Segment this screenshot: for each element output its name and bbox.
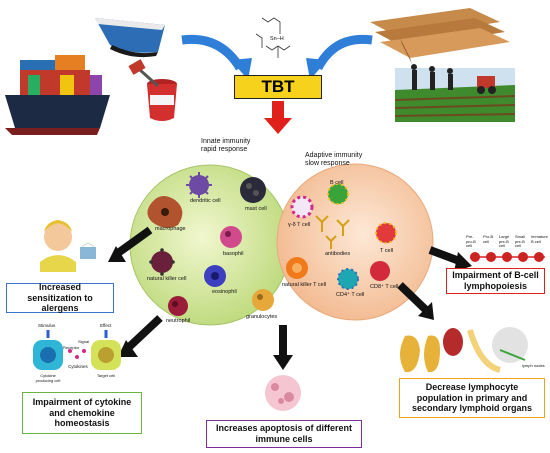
label-natural-killer-cell: natural killer cell: [147, 276, 187, 282]
b-cell-icon: [327, 183, 349, 205]
adaptive-circle: [276, 163, 434, 321]
cd4-t-cell-icon: [337, 268, 359, 290]
macrophage-icon: [147, 196, 183, 228]
sneezing-person-icon: [40, 220, 96, 272]
label-t-cell: T cell: [380, 248, 394, 254]
tbt-formula: Sn–H: [270, 36, 284, 42]
label-granulocytes: granulocytes: [246, 314, 278, 320]
label-macrophage: macrophage: [155, 226, 186, 232]
label-cd4-t-cell: CD4⁺ T cell: [336, 292, 365, 298]
b-stage-3: Large pre-B cell: [499, 234, 510, 249]
adaptive-title-line1: Adaptive immunity: [305, 152, 363, 159]
cyto-receptor: Receptor: [63, 345, 80, 350]
cyto-stimulus: Stimulus: [38, 323, 56, 328]
box-sensitization: Increased sensitization to alergens: [6, 282, 114, 313]
box-lymphocyte: Decrease lymphocyte population in primar…: [399, 378, 545, 418]
b-stage-4: Small pre-B cell: [515, 234, 526, 249]
cyto-signal: Signal: [78, 339, 90, 344]
cd8-t-cell-icon: [370, 261, 390, 281]
blue-arrow-right: [314, 34, 373, 71]
apoptotic-cells-icon: [265, 375, 301, 411]
arrow-to-lymphocyte: [397, 282, 429, 313]
granulocytes-icon: [252, 289, 274, 311]
label-mast-cell: mast cell: [245, 206, 267, 212]
b-stage-5: Immature B cell: [531, 234, 548, 244]
nkt-cell-icon: [286, 257, 308, 279]
label-nkt-cell: natural killer T cell: [282, 282, 327, 288]
adaptive-title: Adaptive immunity slow response: [305, 152, 362, 168]
lymphoid-organs-icon: [400, 327, 528, 373]
basophil-icon: [220, 226, 242, 248]
antibodies-icon: [315, 215, 350, 249]
boat-icon: [95, 18, 165, 58]
arrow-to-sensitization: [115, 226, 153, 257]
cyto-cytokines: Cytokines: [68, 364, 88, 369]
arrow-to-cytokine: [125, 315, 163, 351]
organ-label: lymph nodes: [522, 363, 545, 368]
tbt-structure: [255, 17, 291, 58]
cyto-target: Target cell: [96, 373, 116, 378]
label-gamma-delta-t-cell: γ-δ T cell: [288, 222, 311, 228]
innate-title: Innate immunity rapid response: [201, 138, 250, 154]
innate-title-line2: rapid response: [201, 146, 248, 154]
red-arrow: [264, 101, 292, 134]
t-cell-icon: [375, 222, 397, 244]
cyto-effect: Effect: [100, 323, 112, 328]
paint-can-icon: [128, 59, 177, 121]
label-dendritic-cell: dendritic cell: [190, 198, 221, 204]
dendritic-cell-icon: [186, 172, 212, 198]
label-neutrophil: neutrophil: [166, 318, 191, 324]
cargo-ship-icon: [5, 55, 110, 135]
box-cytokine: Impairment of cytokine and chemokine hom…: [22, 392, 142, 434]
label-antibodies: antibodies: [325, 251, 351, 257]
neutrophil-icon: [168, 296, 188, 316]
crop-field-icon: [394, 64, 516, 122]
tbt-box: TBT: [234, 75, 322, 99]
b-stage-1: Pre-pro-B cell: [466, 234, 476, 249]
gamma-delta-t-cell-icon: [290, 195, 314, 219]
cytokine-cells: [33, 330, 121, 370]
mast-cell-icon: [240, 177, 266, 203]
box-apoptosis: Increases apoptosis of different immune …: [206, 420, 362, 448]
box-b-cell: Impairment of B-cell lymphopoiesis: [446, 268, 545, 294]
blue-arrow-left: [181, 34, 244, 71]
wood-planks-icon: [370, 8, 510, 64]
label-eosinophil: eosinophil: [212, 289, 237, 295]
b-stage-2: Pro-B cell: [483, 234, 494, 244]
label-b-cell: B cell: [330, 180, 344, 186]
cyto-producing: Cytokine producing cell: [35, 373, 61, 383]
tbt-label: TBT: [261, 77, 295, 96]
label-basophil: basophil: [223, 251, 244, 257]
natural-killer-cell-icon: [149, 248, 175, 276]
innate-title-line1: Innate immunity: [201, 138, 251, 145]
label-cd8-t-cell: CD8⁺ T cell: [370, 284, 399, 290]
adaptive-title-line2: slow response: [305, 160, 350, 168]
eosinophil-icon: [204, 265, 226, 287]
b-cell-stages: [470, 252, 545, 262]
